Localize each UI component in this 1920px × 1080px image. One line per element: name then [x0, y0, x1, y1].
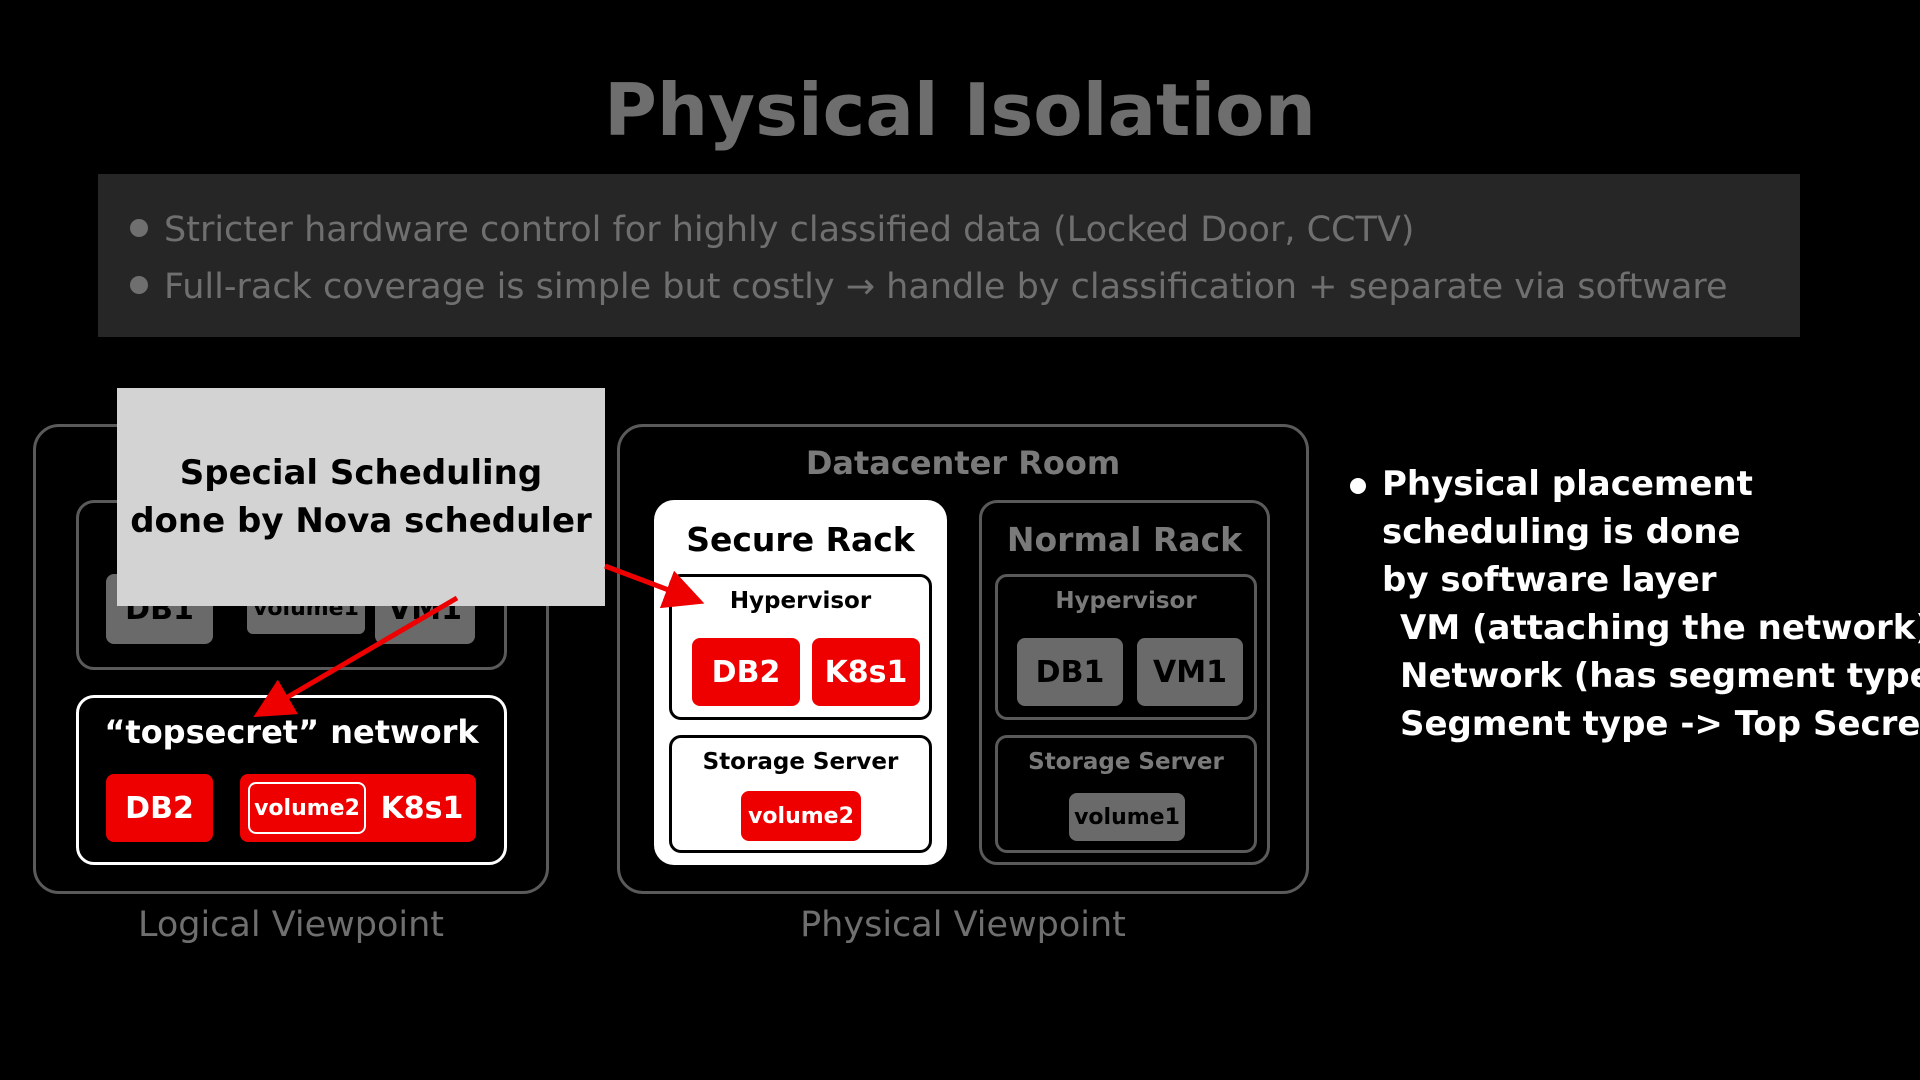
bullet-dot-icon: [130, 276, 148, 294]
logical-viewpoint-caption: Logical Viewpoint: [137, 905, 445, 945]
scheduling-callout: Special Scheduling done by Nova schedule…: [117, 388, 605, 606]
normal-rack-title: Normal Rack: [1006, 520, 1243, 559]
secure-hypervisor-box: [669, 574, 932, 720]
notes-bullet-icon: [1350, 478, 1366, 494]
placement-notes: Physical placement scheduling is done by…: [1350, 460, 1920, 748]
datacenter-room-panel: [617, 424, 1309, 894]
k8s1-chip: K8s1: [374, 774, 470, 842]
normal-storage-box: [995, 735, 1257, 853]
arrow-to-topsecret-network: [253, 595, 459, 718]
normal-vm1-chip: VM1: [1137, 638, 1243, 706]
normal-rack: [979, 500, 1270, 865]
notes-line: VM (attaching the network): [1400, 608, 1920, 648]
secure-volume2-chip: volume2: [741, 791, 861, 841]
summary-box: [98, 174, 1800, 337]
notes-line: Segment type -> Top Secret: [1400, 704, 1920, 744]
notes-line: Physical placement: [1382, 464, 1753, 504]
physical-viewpoint-caption: Physical Viewpoint: [800, 905, 1126, 945]
notes-line: Network (has segment type): [1400, 656, 1920, 696]
secure-k8s1-chip: K8s1: [812, 638, 920, 706]
db2-chip: DB2: [106, 774, 213, 842]
secure-rack-title: Secure Rack: [686, 520, 915, 559]
secure-db2-chip: DB2: [692, 638, 800, 706]
volume2-chip: volume2: [248, 782, 366, 834]
slide-title: Physical Isolation: [604, 68, 1316, 152]
summary-bullet-2: Full-rack coverage is simple but costly …: [130, 267, 1728, 307]
callout-line-1: Special Scheduling: [179, 453, 543, 493]
normal-volume1-chip: volume1: [1069, 793, 1185, 841]
arrow-to-secure-rack: [604, 563, 705, 609]
normal-hypervisor-box: [995, 574, 1257, 720]
normal-db1-chip: DB1: [1017, 638, 1123, 706]
bullet-dot-icon: [130, 219, 148, 237]
topsecret-network-title: “topsecret” network: [104, 713, 479, 751]
secure-storage-box: [669, 735, 932, 853]
normal-storage-label: Storage Server: [1028, 749, 1224, 775]
normal-hypervisor-label: Hypervisor: [1055, 588, 1197, 614]
secure-storage-label: Storage Server: [702, 749, 899, 775]
summary-bullet-text: Full-rack coverage is simple but costly …: [164, 267, 1728, 307]
notes-line: by software layer: [1382, 560, 1717, 600]
summary-bullet-1: Stricter hardware control for highly cla…: [130, 210, 1414, 250]
datacenter-room-title: Datacenter Room: [805, 444, 1121, 482]
notes-line: scheduling is done: [1382, 512, 1741, 552]
summary-bullet-text: Stricter hardware control for highly cla…: [164, 210, 1415, 250]
callout-line-2: done by Nova scheduler: [130, 501, 592, 541]
secure-hypervisor-label: Hypervisor: [729, 588, 872, 614]
